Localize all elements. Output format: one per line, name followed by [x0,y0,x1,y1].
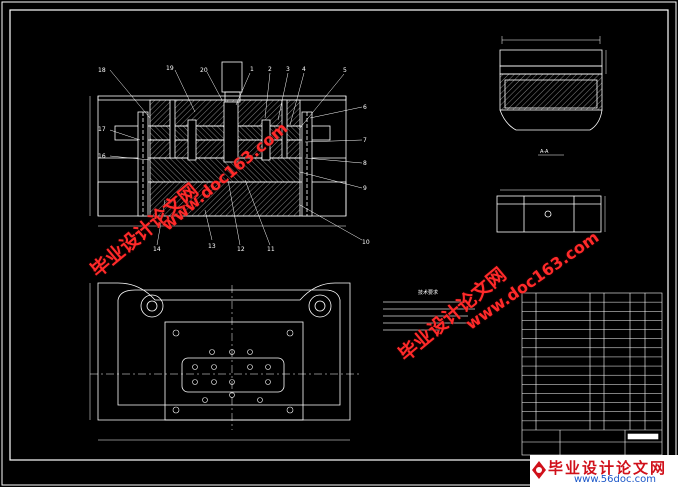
section-view-b [496,189,606,233]
part-number-12: 12 [237,246,245,253]
part-number-7: 7 [363,137,367,144]
part-number-14: 14 [153,246,161,253]
part-number-8: 8 [363,160,367,167]
parts-list-table [521,292,663,456]
part-number-17: 17 [98,126,106,133]
title-block [522,429,662,455]
part-number-11: 11 [267,246,275,253]
logo-icon [532,461,546,479]
part-number-10: 10 [362,239,370,246]
notes-title: 技术要求 [418,289,438,296]
part-number-13: 13 [208,243,216,250]
part-number-3: 3 [286,66,290,73]
part-number-16: 16 [98,153,106,160]
part-number-2: 2 [268,66,272,73]
front-section-view [89,61,347,227]
section-view-a [499,36,607,131]
part-number-18: 18 [98,67,106,74]
logo-title: 毕业设计论文网 [548,459,668,477]
part-number-6: 6 [363,104,367,111]
parts-list-rows [522,301,662,422]
part-leaders [109,69,363,246]
site-logo: 毕业设计论文网 www.56doc.com [530,455,678,487]
logo-url: www.56doc.com [574,474,657,485]
part-number-9: 9 [363,185,367,192]
part-number-19: 19 [166,65,174,72]
part-number-labels: 1 2 3 4 5 6 7 8 9 10 11 12 13 14 16 17 1… [98,65,370,253]
svg-text:A-A: A-A [540,149,549,155]
plan-view [89,282,360,441]
part-number-20: 20 [200,67,208,74]
tech-requirements-block: 技术要求 [383,289,475,331]
section-view-label-a: A-A [538,149,564,156]
part-number-5: 5 [343,67,347,74]
part-number-4: 4 [302,66,306,73]
plan-view-holes [172,329,294,414]
part-number-1: 1 [250,66,254,73]
